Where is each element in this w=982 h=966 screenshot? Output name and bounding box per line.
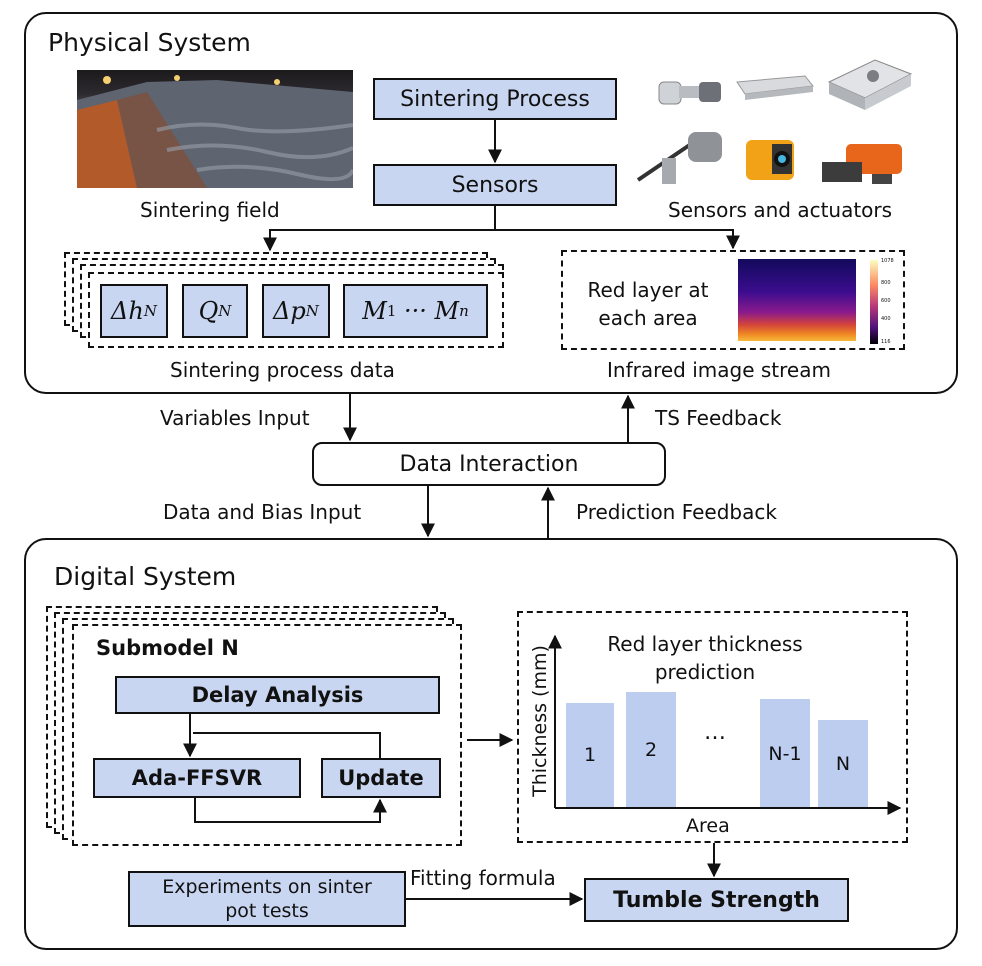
data-interaction-box: Data Interaction <box>312 442 666 486</box>
sensors-actuators-caption: Sensors and actuators <box>668 198 893 222</box>
variables-input-label: Variables Input <box>160 406 310 430</box>
chart-ylabel: Thickness (mm) <box>529 645 551 797</box>
colorbar-tick-2: 600 <box>881 298 891 304</box>
delay-analysis-box: Delay Analysis <box>115 676 440 714</box>
colorbar-tick-4: 116 <box>881 339 891 345</box>
prediction-feedback-label: Prediction Feedback <box>576 500 777 524</box>
chart-bar-1: 1 <box>566 702 614 808</box>
digital-system-title: Digital System <box>54 562 237 591</box>
chart-bar-n-1: N-1 <box>760 699 810 808</box>
submodel-title: Submodel N <box>96 636 239 660</box>
red-layer-text: Red layer at each area <box>587 278 709 330</box>
colorbar-tick-3: 400 <box>881 316 891 322</box>
infrared-camera-icon <box>742 134 804 184</box>
infrared-caption: Infrared image stream <box>607 358 831 382</box>
chart-ellipsis-label: … <box>704 720 726 745</box>
data-bias-input-label: Data and Bias Input <box>163 500 362 524</box>
pneumatic-actuator-icon <box>825 52 915 112</box>
infrared-thermal-image <box>738 259 856 341</box>
experiments-box: Experiments on sinter pot tests <box>128 871 406 927</box>
colorbar-tick-0: 1078 <box>881 258 894 264</box>
chart-bar-2: 2 <box>626 692 676 808</box>
physical-system-title: Physical System <box>48 28 251 57</box>
process-data-caption: Sintering process data <box>170 358 395 382</box>
update-box: Update <box>321 758 441 798</box>
sensors-box: Sensors <box>373 164 617 206</box>
colorbar-tick-1: 800 <box>881 280 891 286</box>
fitting-formula-label: Fitting formula <box>410 866 556 890</box>
sintering-field-caption: Sintering field <box>140 198 280 222</box>
colorbar <box>870 260 878 344</box>
sintering-field-image <box>77 70 353 188</box>
chart-xlabel: Area <box>686 815 730 837</box>
load-cell-icon <box>735 72 815 102</box>
ts-feedback-label: TS Feedback <box>655 406 782 430</box>
valve-actuator-icon <box>818 140 910 188</box>
chart-title: Red layer thickness prediction <box>607 632 803 684</box>
ada-ffsvr-box: Ada-FFSVR <box>93 758 301 798</box>
chart-bar-n: N <box>818 719 868 808</box>
position-sensor-icon <box>632 128 728 188</box>
tumble-strength-box: Tumble Strength <box>584 878 849 922</box>
pressure-sensor-icon <box>655 68 725 108</box>
sintering-process-box: Sintering Process <box>373 78 617 120</box>
